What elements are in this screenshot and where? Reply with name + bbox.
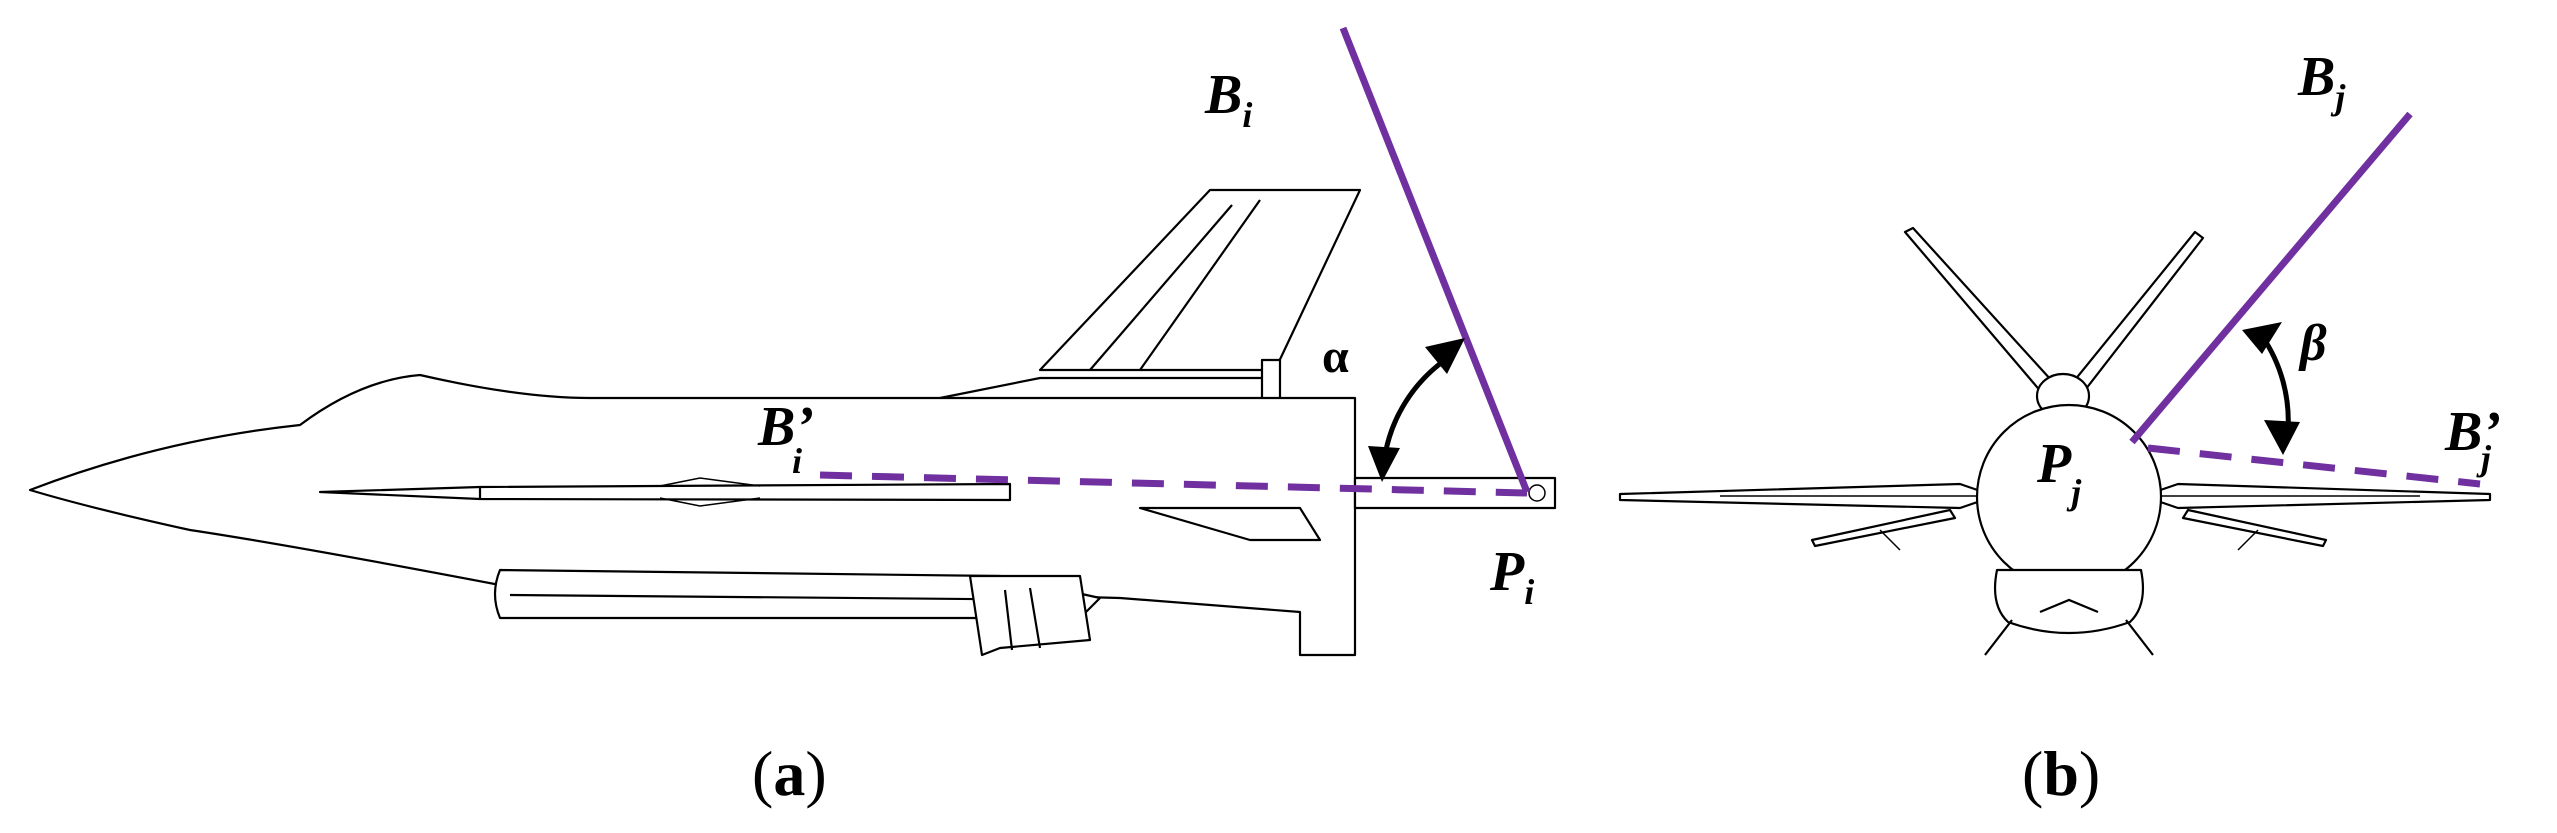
aircraft-front-wings — [1618, 482, 2492, 551]
aircraft-underside-pod — [493, 568, 1102, 657]
vector-b-j — [2129, 111, 2413, 445]
label-b-j: Bj — [2297, 46, 2346, 117]
aircraft-stabilizer — [1138, 506, 1322, 542]
panel-a: Bi B’i Pi α (a) — [28, 26, 1557, 809]
label-b-prime-i: B’i — [757, 396, 814, 481]
angle-beta-arc — [2242, 322, 2300, 455]
aircraft-vertical-tail — [1038, 188, 1362, 402]
vector-b-prime-j — [2147, 444, 2481, 488]
aircraft-side-missile — [318, 477, 1012, 507]
angle-alpha-arc — [1368, 338, 1465, 482]
panel-b: Bj B’j Pj β (b) — [1618, 46, 2501, 809]
label-b-prime-j: B’j — [2444, 401, 2501, 478]
label-beta: β — [2298, 315, 2327, 372]
label-alpha: α — [1322, 330, 1349, 383]
aircraft-front-vertical-fins — [1903, 226, 2205, 420]
aircraft-front-fuselage — [1975, 403, 2163, 656]
caption-b: (b) — [2022, 738, 2100, 809]
vector-b-i — [1339, 26, 1531, 494]
label-b-i: Bi — [1204, 64, 1252, 135]
caption-a: (a) — [752, 738, 827, 809]
vector-b-prime-i — [819, 471, 1528, 497]
label-p-i: Pi — [1489, 541, 1534, 612]
